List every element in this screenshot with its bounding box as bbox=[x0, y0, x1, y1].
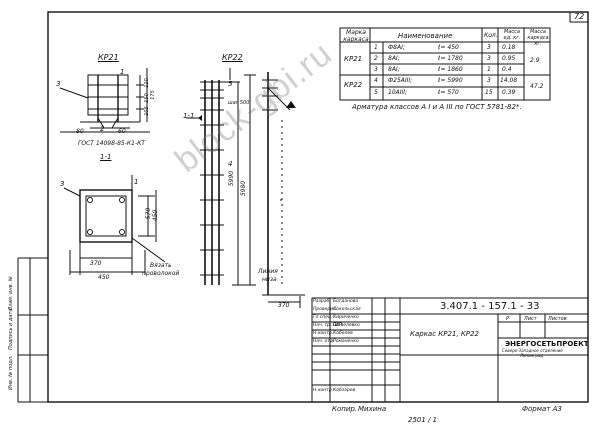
dim-370-bottom: 370 bbox=[278, 302, 290, 309]
section-marker: 1-1 bbox=[183, 112, 195, 120]
sheet-label: Лист bbox=[524, 316, 537, 322]
spec-row-qty: 3 bbox=[487, 55, 491, 62]
dim-5980: 5980 bbox=[240, 180, 248, 197]
copied-label: Копир. bbox=[332, 405, 358, 413]
dim-105: 105 bbox=[143, 106, 150, 116]
dim-450-side: 450 bbox=[152, 209, 160, 222]
spec-row-pos: 3 bbox=[374, 66, 378, 73]
org-branch: Северо-Западное отделение bbox=[502, 348, 563, 353]
spec-row-pos: 5 bbox=[374, 89, 378, 96]
sig-name: Кириченко bbox=[333, 315, 359, 320]
sig-name: Богданова bbox=[333, 299, 359, 304]
sig-role: Н.контр. bbox=[313, 388, 334, 393]
sig-role: Н.контр. bbox=[313, 331, 334, 336]
spec-row-qty: 15 bbox=[485, 89, 493, 96]
spec-mark-kr21: КР21 bbox=[344, 55, 363, 63]
spec-header-mark: Марка каркаса bbox=[343, 29, 369, 43]
dim-175: 175 bbox=[149, 90, 156, 100]
format-label: Формат А3 bbox=[522, 405, 562, 413]
spec-row-qty: 3 bbox=[487, 77, 491, 84]
spec-row-mass: 0.18 bbox=[502, 44, 516, 51]
copier-name: Михина bbox=[358, 405, 387, 413]
section-label: 1-1 bbox=[100, 153, 112, 161]
spec-row-mass: 0.39 bbox=[502, 89, 516, 96]
sig-role: Проверил bbox=[313, 307, 337, 312]
callout-1: 1 bbox=[120, 68, 125, 76]
side-strip-label: Подпись и дата bbox=[8, 308, 14, 350]
sig-name: Кобелев bbox=[333, 331, 353, 336]
dim-5990: 5990 bbox=[228, 170, 236, 187]
sig-name: Сокольская bbox=[333, 307, 361, 312]
sig-role: Гл.спец. bbox=[313, 315, 333, 320]
spec-header-qty: Кол. bbox=[484, 32, 498, 39]
dim-110: 110 bbox=[143, 78, 150, 88]
spec-row-length: ℓ= 5990 bbox=[438, 77, 463, 84]
sig-role: Нач. отд. bbox=[313, 339, 335, 344]
view-label-kr21: КР21 bbox=[98, 53, 119, 62]
tie-note-line1: Вязать bbox=[150, 262, 172, 269]
callout-3b: 3 bbox=[60, 180, 65, 188]
sig-name: Шевелевко bbox=[333, 323, 360, 328]
sig-name: Романенко bbox=[333, 339, 359, 344]
side-strip-label: Инв. № подл. bbox=[8, 355, 14, 391]
spec-row-name: 8АI; bbox=[388, 66, 400, 73]
spec-row-name: 10АIII; bbox=[388, 89, 408, 96]
spec-header-name: Наименование bbox=[398, 32, 453, 40]
org-name: ЭНЕРГОСЕТЬПРОЕКТ bbox=[505, 340, 589, 348]
page-number: 72 bbox=[574, 12, 585, 21]
dim-570: 570 bbox=[145, 207, 153, 220]
spec-row-qty: 3 bbox=[487, 44, 491, 51]
sig-role: Нач. гр. ГИП bbox=[313, 323, 342, 328]
mark-note-line1: Линия bbox=[258, 268, 278, 275]
side-strip-label: Взам. инв. № bbox=[8, 276, 14, 310]
org-city: Ленинград bbox=[520, 353, 544, 358]
spec-row-mass: 0.4 bbox=[502, 66, 512, 73]
spec-row-length: ℓ= 1860 bbox=[438, 66, 463, 73]
order-number: 2501 / 1 bbox=[408, 416, 438, 424]
spec-row-name: Ф8АI; bbox=[388, 44, 405, 51]
spec-row-name: 8АI; bbox=[388, 55, 400, 62]
gost-note: ГОСТ 14098-85-К1-КТ bbox=[78, 140, 146, 147]
spec-row-mass: 0.95 bbox=[502, 55, 516, 62]
sheets-label: Листов bbox=[548, 316, 567, 322]
spec-row-total: 47.2 bbox=[530, 83, 544, 90]
spec-row-name: Ф25АIII; bbox=[388, 77, 413, 84]
dim-370: 370 bbox=[90, 260, 102, 267]
sig-name: Кобзарев bbox=[333, 388, 356, 393]
spec-row-pos: 1 bbox=[374, 44, 378, 51]
spec-row-total: 2.9 bbox=[530, 57, 540, 64]
spec-header-unit-mass: Масса ед. кг. bbox=[503, 29, 521, 41]
mark-note-line2: низа bbox=[262, 276, 277, 283]
callout-3: 3 bbox=[56, 80, 61, 88]
spec-mark-kr22: КР22 bbox=[344, 81, 363, 89]
pitch-note: шаг 500 bbox=[228, 100, 250, 106]
view-label-kr22: КР22 bbox=[222, 53, 243, 62]
dim-450: 450 bbox=[98, 274, 110, 281]
reinforcement-note: Арматура классов А I и А III по ГОСТ 578… bbox=[352, 103, 522, 111]
callout-1b: 1 bbox=[134, 178, 139, 186]
spec-row-mass: 14.08 bbox=[500, 77, 518, 84]
dim-80: 80 bbox=[76, 128, 84, 135]
spec-header-total-mass: Масса каркаса кг. bbox=[527, 29, 549, 47]
stage-label: Р bbox=[506, 316, 510, 322]
tie-note-line2: проволокой bbox=[142, 270, 180, 277]
spec-row-length: ℓ= 450 bbox=[438, 44, 459, 51]
callout-5: 5 bbox=[228, 80, 233, 88]
spec-row-length: ℓ= 570 bbox=[438, 89, 459, 96]
callout-4: 4 bbox=[228, 160, 233, 168]
spec-row-pos: 2 bbox=[374, 55, 378, 62]
callout-2: 2 bbox=[100, 125, 105, 133]
sig-role: Разраб. bbox=[313, 299, 331, 304]
spec-row-pos: 4 bbox=[374, 77, 378, 84]
dim-60: 60 bbox=[118, 128, 126, 135]
drawing-code: 3.407.1 - 157.1 - 33 bbox=[440, 301, 540, 312]
spec-row-length: ℓ= 1780 bbox=[438, 55, 463, 62]
drawing-title: Каркас КР21, КР22 bbox=[410, 330, 479, 338]
spec-row-qty: 1 bbox=[487, 66, 491, 73]
